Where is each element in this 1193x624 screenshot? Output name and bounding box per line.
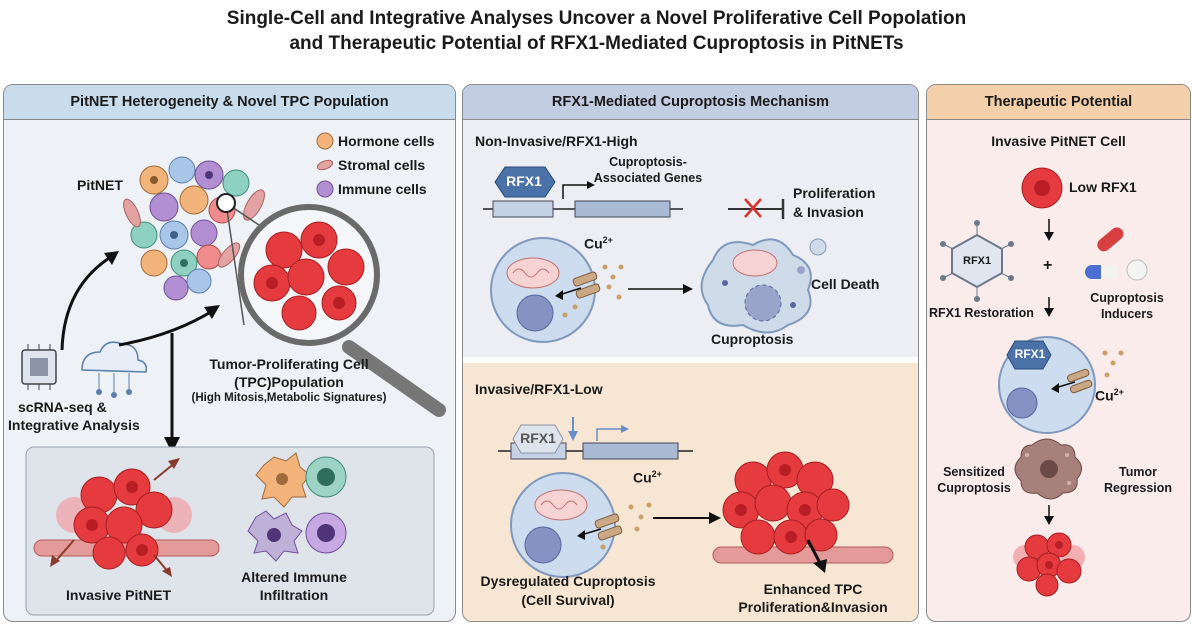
dysregulated-line-2: (Cell Survival) [521,592,615,608]
title-line-2: and Therapeutic Potential of RFX1-Mediat… [289,33,904,54]
altered-immune-cells [247,452,347,562]
restored-cell [998,336,1124,434]
dying-cell [700,238,827,334]
sensitized-cell [1014,438,1082,500]
low-rfx1-label: Low RFX1 [1069,179,1137,195]
genes-line-1: Cuproptosis- [609,155,687,169]
vector-rfx1-label: RFX1 [963,255,992,267]
drug-capsule-icon [1085,227,1148,281]
panel-mechanism-graphics [483,166,894,578]
proliferation-line-1: Proliferation [793,185,876,201]
panel-therapeutic-heading: Therapeutic Potential [927,85,1190,120]
hormone-cell-icon [316,132,334,150]
regression-line-1: Tumor [1119,465,1157,479]
pitnet-label: PitNET [77,177,123,193]
rfx1-low-hexagon [512,424,564,454]
cell-death-label: Cell Death [811,276,880,292]
regression-line-2: Regression [1103,481,1173,495]
figure-title: Single-Cell and Integrative Analyses Unc… [0,6,1193,56]
title-line-1: Single-Cell and Integrative Analyses Unc… [226,8,967,29]
plus-sign: + [1043,257,1053,274]
enhanced-line-2: Proliferation&Invasion [738,599,888,615]
genes-line-2: Associated Genes [593,171,703,185]
copper-ion-top: Cu2+ [584,235,613,252]
legend-stromal-cells: Stromal cells [338,157,426,173]
panel-therapeutic: Therapeutic Potential [926,84,1191,622]
panel-heterogeneity-graphics [21,132,446,616]
scrna-label-line-2: Integrative Analysis [8,417,140,433]
section-divider [463,357,918,363]
restored-rfx1-label: RFX1 [1014,347,1046,361]
panel-mechanism: RFX1-Mediated Cuproptosis Mechanism [462,84,919,622]
cloud-network-icon [81,341,148,398]
rfx1-restoration-label: RFX1 Restoration [929,306,1034,320]
tpc-label-line-3: (High Mitosis,Metabolic Signatures) [191,392,387,404]
sensitized-line-2: Cuproptosis [937,481,1011,495]
immune-infiltration-line-2: Infiltration [259,587,329,603]
invasive-pitnet-label: Invasive PitNET [66,587,172,603]
tpc-label-line-2: (TPC)Population [234,374,344,390]
panel-heterogeneity-heading: PitNET Heterogeneity & Novel TPC Populat… [4,85,455,120]
legend-hormone-cells: Hormone cells [338,133,435,149]
legend-immune-cells: Immune cells [338,181,427,197]
regressed-tumor [1013,532,1085,597]
panel-mechanism-heading: RFX1-Mediated Cuproptosis Mechanism [463,85,918,120]
copper-ion-therapy: Cu2+ [1095,387,1124,404]
inducers-line-1: Cuproptosis [1090,291,1164,305]
rfx1-restoration-vector [940,220,1014,302]
dysregulated-line-1: Dysregulated Cuproptosis [480,573,656,589]
tpc-proliferation-tumor [712,451,894,573]
chip-icon [21,344,57,390]
rfx1-high-label: RFX1 [506,173,542,189]
inducers-line-2: Inducers [1100,307,1154,321]
rfx1-high-hexagon [494,166,556,198]
copper-uptake-cell [490,237,624,343]
copper-ion-bottom: Cu2+ [633,469,662,486]
invasive-tumor [33,458,220,577]
rfx1-low-label: RFX1 [520,430,556,446]
proliferation-line-2: & Invasion [793,204,864,220]
panel-heterogeneity: PitNET Heterogeneity & Novel TPC Populat… [3,84,456,622]
invasive-cell-title: Invasive PitNET Cell [991,133,1126,149]
surviving-cell [510,472,652,578]
panel-therapeutic-graphics [940,167,1148,597]
magnifier-icon [216,193,446,417]
stromal-cell-icon [316,159,334,171]
tpc-label-line-1: Tumor-Proliferating Cell [209,356,369,372]
scrna-label-line-1: scRNA-seq & [18,399,107,415]
invasive-rfx1-low-title: Invasive/RFX1-Low [475,381,603,397]
non-invasive-title: Non-Invasive/RFX1-High [475,133,638,149]
cuproptosis-label: Cuproptosis [711,331,794,347]
immune-cell-icon [316,180,334,198]
sensitized-line-1: Sensitized [943,465,1005,479]
enhanced-line-1: Enhanced TPC [763,581,863,597]
immune-infiltration-line-1: Altered Immune [241,569,347,585]
